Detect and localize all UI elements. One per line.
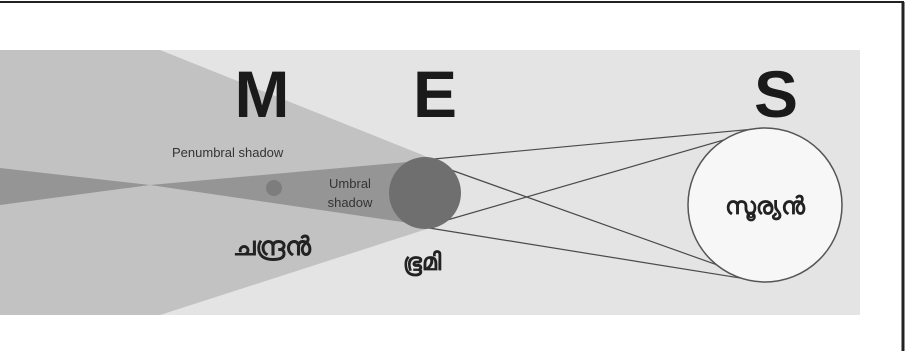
umbral-shadow-region — [0, 168, 150, 205]
earth-letter: E — [413, 57, 457, 131]
ray-cross-1 — [422, 159, 766, 283]
earth-name-label: ഭൂമി — [403, 248, 442, 277]
moon-disk — [266, 180, 282, 196]
ray-cross-2 — [422, 127, 766, 228]
umbral-shadow-cone — [150, 160, 430, 226]
earth-disk — [389, 157, 461, 229]
umbral-shadow-label-line2: shadow — [328, 195, 373, 210]
ray-bottom-outer — [422, 226, 766, 283]
sun-disk — [687, 127, 843, 283]
moon-letter: M — [235, 57, 290, 131]
light-rays — [422, 127, 766, 283]
penumbral-shadow-label: Penumbral shadow — [172, 145, 284, 160]
sun-name-label: സൂര്യൻ — [725, 192, 806, 222]
ray-top-outer — [422, 127, 766, 161]
sun-letter: S — [754, 57, 798, 131]
umbral-shadow-label-line1: Umbral — [329, 176, 371, 191]
moon-name-label: ചന്ദ്രൻ — [233, 232, 312, 262]
